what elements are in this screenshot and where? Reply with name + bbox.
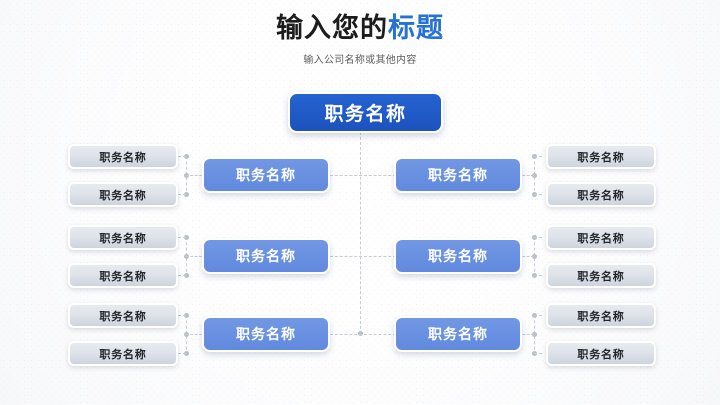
connector-dot-left-row3-bottom (183, 351, 189, 356)
org-node-left-row3-leaf-1[interactable]: 职务名称 (68, 303, 178, 328)
slide-header: 输入您的标题 输入公司名称或其他内容 (0, 13, 720, 66)
org-node-left-row3-mid[interactable]: 职务名称 (202, 316, 330, 352)
connector-row3-left (330, 334, 396, 335)
org-node-right-row2-leaf-2[interactable]: 职务名称 (546, 263, 656, 288)
connector-dot-right-row2-top (531, 235, 537, 240)
org-node-right-row2-mid[interactable]: 职务名称 (394, 238, 522, 274)
org-node-root[interactable]: 职务名称 (288, 92, 443, 133)
org-node-left-row3-leaf-2[interactable]: 职务名称 (68, 341, 178, 366)
org-node-right-row3-leaf-1[interactable]: 职务名称 (546, 303, 656, 328)
page-title-accent: 标题 (388, 13, 444, 43)
connector-dot-left-row2-mid (183, 253, 189, 259)
connector-trunk-vertical (360, 132, 361, 334)
connector-dot-left-row3-top (183, 313, 189, 318)
connector-dot-left-row2-top (183, 235, 189, 240)
page-title-plain: 输入您的 (276, 13, 388, 43)
connector-dot-trunk-bottom (357, 331, 363, 336)
connector-dot-right-row3-bottom (531, 351, 537, 356)
connector-dot-left-row2-bottom (183, 273, 189, 278)
org-node-right-row3-mid[interactable]: 职务名称 (394, 316, 522, 352)
page-title: 输入您的标题 (0, 13, 720, 44)
org-node-right-row2-leaf-1[interactable]: 职务名称 (546, 225, 656, 250)
org-node-left-row1-leaf-1[interactable]: 职务名称 (68, 144, 178, 169)
page-subtitle: 输入公司名称或其他内容 (303, 54, 417, 66)
org-node-left-row1-mid[interactable]: 职务名称 (202, 157, 330, 193)
connector-row1-right (330, 175, 396, 176)
connector-dot-right-row3-top (531, 313, 537, 318)
org-node-left-row2-leaf-2[interactable]: 职务名称 (68, 263, 178, 288)
org-node-right-row3-leaf-2[interactable]: 职务名称 (546, 341, 656, 366)
connector-dot-right-row1-mid (531, 172, 537, 178)
connector-dot-right-row1-bottom (531, 192, 537, 197)
connector-row1-left (330, 175, 396, 176)
connector-row2-left (330, 256, 396, 257)
org-node-right-row1-leaf-2[interactable]: 职务名称 (546, 182, 656, 207)
org-node-right-row1-mid[interactable]: 职务名称 (394, 157, 522, 193)
org-node-left-row2-mid[interactable]: 职务名称 (202, 238, 330, 274)
connector-dot-right-row1-top (531, 154, 537, 159)
org-node-left-row2-leaf-1[interactable]: 职务名称 (68, 225, 178, 250)
connector-dot-left-row3-mid (183, 331, 189, 337)
connector-dot-left-row1-mid (183, 172, 189, 178)
connector-dot-right-row3-mid (531, 331, 537, 337)
connector-dot-right-row2-mid (531, 253, 537, 259)
org-node-right-row1-leaf-1[interactable]: 职务名称 (546, 144, 656, 169)
connector-dot-left-row1-top (183, 154, 189, 159)
org-node-left-row1-leaf-2[interactable]: 职务名称 (68, 182, 178, 207)
connector-dot-right-row2-bottom (531, 273, 537, 278)
connector-dot-left-row1-bottom (183, 192, 189, 197)
